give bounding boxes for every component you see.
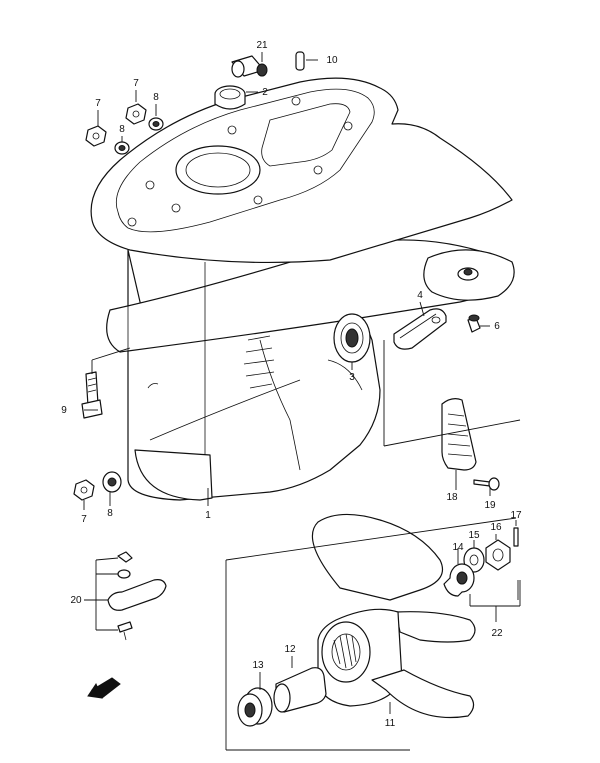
fwd-arrow-icon: FWD: [87, 677, 121, 699]
part-8-washer-upper: [148, 117, 164, 131]
leader-lines: [83, 52, 521, 714]
callout-22: 22: [491, 628, 503, 639]
callout-13: 13: [252, 660, 264, 671]
part-2-bearing: [214, 85, 246, 110]
part-13-thrust-washer: [237, 687, 273, 727]
part-11-propeller: [311, 513, 476, 719]
part-8-washer-lower: [102, 471, 122, 493]
gear-case-housing: [90, 77, 513, 501]
callout-17: 17: [510, 510, 522, 521]
part-20-plate-kit: [107, 551, 167, 641]
callout-7b: 7: [133, 78, 139, 89]
assembly-envelope-lines: [91, 340, 521, 751]
part-16-nut: [485, 539, 511, 571]
part-12-thrust-hub: [273, 667, 327, 713]
part-3-oil-seal: [333, 313, 371, 363]
callout-19: 19: [484, 500, 496, 511]
callout-6: 6: [494, 321, 500, 332]
callout-10: 10: [326, 55, 338, 66]
callout-8b: 8: [119, 124, 125, 135]
part-10-dowel-pin: [295, 51, 305, 71]
callout-2: 2: [262, 87, 268, 98]
callout-9: 9: [61, 405, 67, 416]
callout-7c: 7: [81, 514, 87, 525]
part-14-spacer: [443, 563, 475, 597]
callout-14: 14: [452, 542, 464, 553]
part-6-screw: [467, 314, 481, 333]
callout-4: 4: [417, 290, 423, 301]
callout-20: 20: [70, 595, 82, 606]
mounting-plate-disc: [423, 249, 515, 301]
callout-8a: 8: [153, 92, 159, 103]
part-17-cotter-pin: [513, 527, 519, 547]
part-19-screw: [473, 477, 500, 491]
callout-1: 1: [205, 510, 211, 521]
part-4-anode: [393, 308, 447, 350]
callout-18: 18: [446, 492, 458, 503]
part-7-nut-lower: [73, 479, 95, 501]
part-9-bolt: [81, 371, 103, 419]
part-8-washer-upper-left: [114, 141, 130, 155]
part-7-nut-upper-left: [85, 125, 107, 147]
callout-11: 11: [385, 718, 396, 729]
callout-7a: 7: [95, 98, 101, 109]
part-18-inlet-cover: [441, 398, 477, 471]
callout-12: 12: [284, 644, 296, 655]
callout-numbers: 21 2 10 7 7 8 8 9 3 4 6 1 7 8 18 19 17 1…: [61, 40, 522, 729]
part-7-nut-upper: [125, 103, 147, 125]
callout-8c: 8: [107, 508, 113, 519]
callout-15: 15: [468, 530, 480, 541]
callout-3: 3: [349, 372, 355, 383]
callout-21: 21: [256, 40, 268, 51]
part-21-bushing: [231, 55, 268, 78]
callout-16: 16: [490, 522, 502, 533]
